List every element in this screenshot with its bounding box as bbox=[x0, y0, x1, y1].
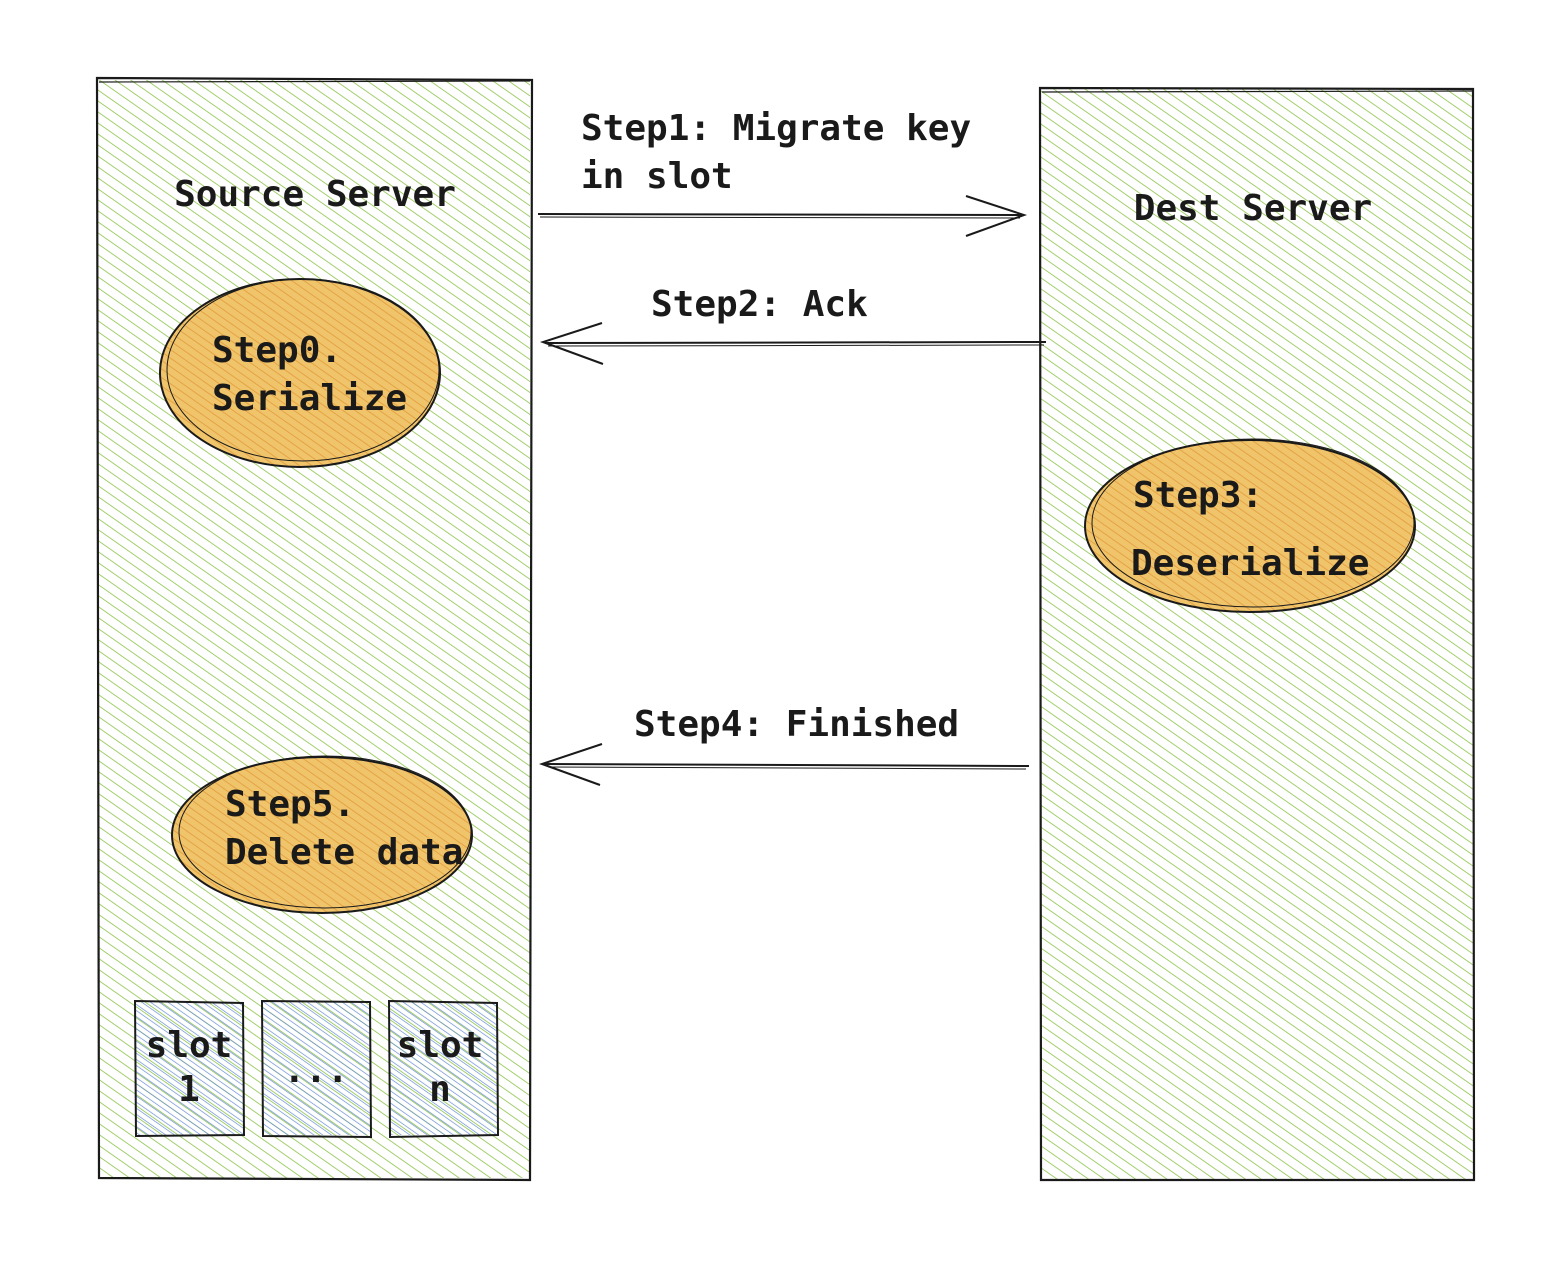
step3-label-line2: Deserialize bbox=[1131, 543, 1369, 584]
step1-label-line1: Step1: Migrate key bbox=[581, 108, 971, 149]
slot-n-box bbox=[387, 999, 500, 1139]
step1-arrow bbox=[537, 195, 1028, 237]
step1-label-line2: in slot bbox=[581, 156, 733, 197]
step0-ellipse bbox=[159, 278, 441, 468]
dest-server-title: Dest Server bbox=[1134, 188, 1372, 229]
step3-ellipse bbox=[1084, 438, 1416, 613]
step2-arrow bbox=[539, 322, 1047, 365]
step0-label-line1: Step0. bbox=[212, 330, 342, 371]
slot-1-box bbox=[133, 999, 246, 1138]
slot-n-label-line1: slot bbox=[397, 1025, 484, 1066]
slot-1-label-line2: 1 bbox=[178, 1069, 200, 1110]
step0-label-line2: Serialize bbox=[212, 378, 407, 419]
step4-label: Step4: Finished bbox=[634, 704, 959, 745]
slot-ellipsis-label-line2: ... bbox=[283, 1050, 348, 1091]
source-server-title: Source Server bbox=[174, 174, 456, 215]
step3-label-line1: Step3: bbox=[1133, 475, 1263, 516]
source-server-box bbox=[95, 76, 534, 1182]
step5-label-line1: Step5. bbox=[225, 784, 355, 825]
slot-1-label-line1: slot bbox=[146, 1025, 233, 1066]
dest-server-box bbox=[1038, 86, 1476, 1182]
step2-label: Step2: Ack bbox=[651, 284, 868, 325]
slot-n-label-line2: n bbox=[429, 1069, 451, 1110]
step5-ellipse bbox=[171, 755, 473, 914]
step5-label-line2: Delete data bbox=[225, 832, 463, 873]
slot-ellipsis-box bbox=[260, 999, 373, 1139]
step4-arrow bbox=[538, 743, 1030, 786]
